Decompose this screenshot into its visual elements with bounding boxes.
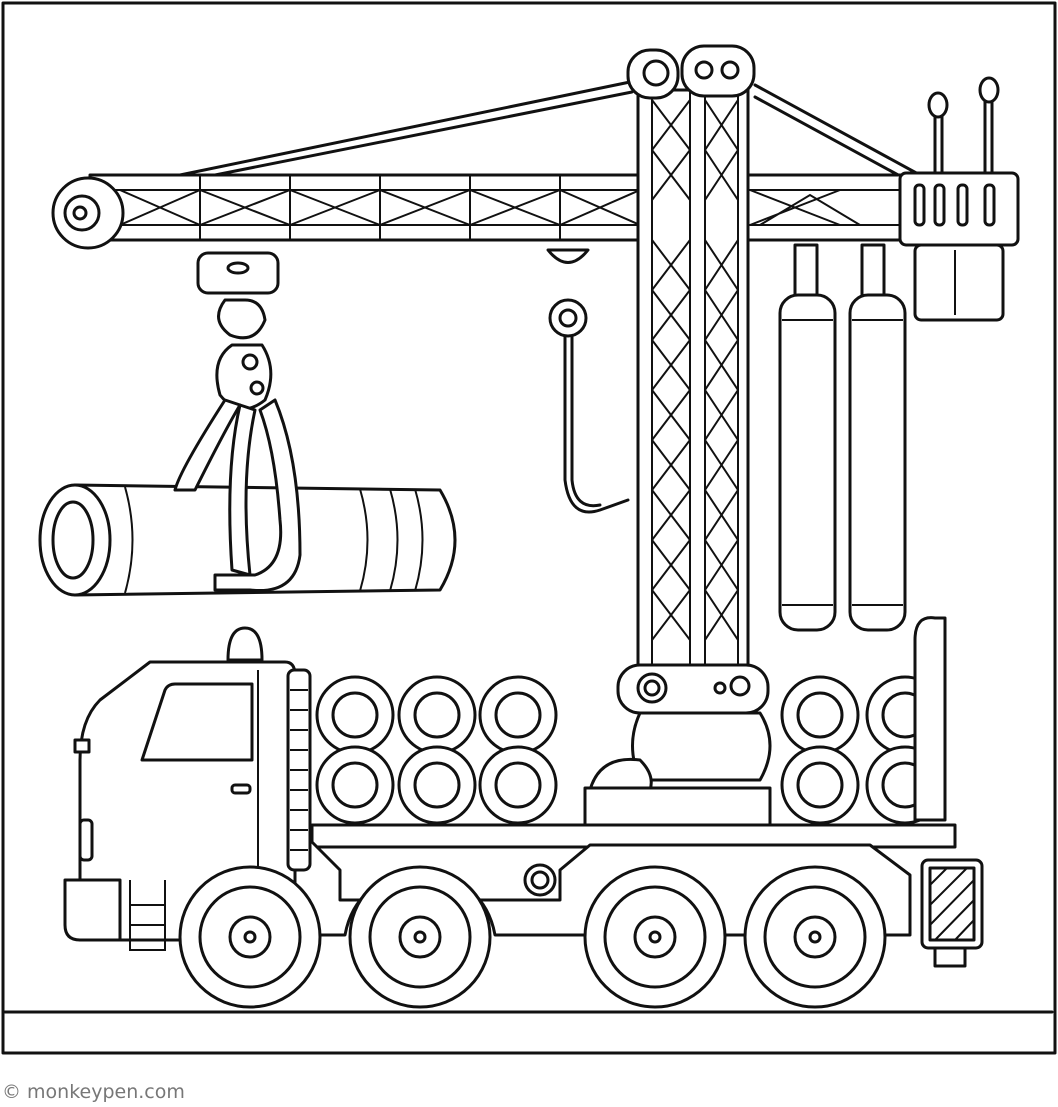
crane-tower <box>626 44 756 677</box>
pipe-load <box>38 398 457 597</box>
counterweight-cylinders <box>778 243 907 632</box>
tie-cables <box>178 80 922 180</box>
crane-boom <box>51 173 932 250</box>
tower-base <box>583 663 772 830</box>
crane-truck-coloring-page <box>1 1 1057 1055</box>
wheel <box>178 865 322 1009</box>
cable-spools <box>315 675 945 825</box>
wheels <box>178 865 887 1009</box>
tail-light <box>920 858 984 968</box>
grab-hook <box>196 251 280 411</box>
wheel <box>743 865 887 1009</box>
wheel <box>583 865 727 1009</box>
exhaust-pipe <box>913 616 947 822</box>
watermark-credit: © monkeypen.com <box>2 1081 185 1103</box>
counterweight-box <box>898 76 1020 322</box>
crane-hook <box>546 248 630 514</box>
page-frame <box>1 1 1057 1055</box>
wheel <box>348 865 492 1009</box>
